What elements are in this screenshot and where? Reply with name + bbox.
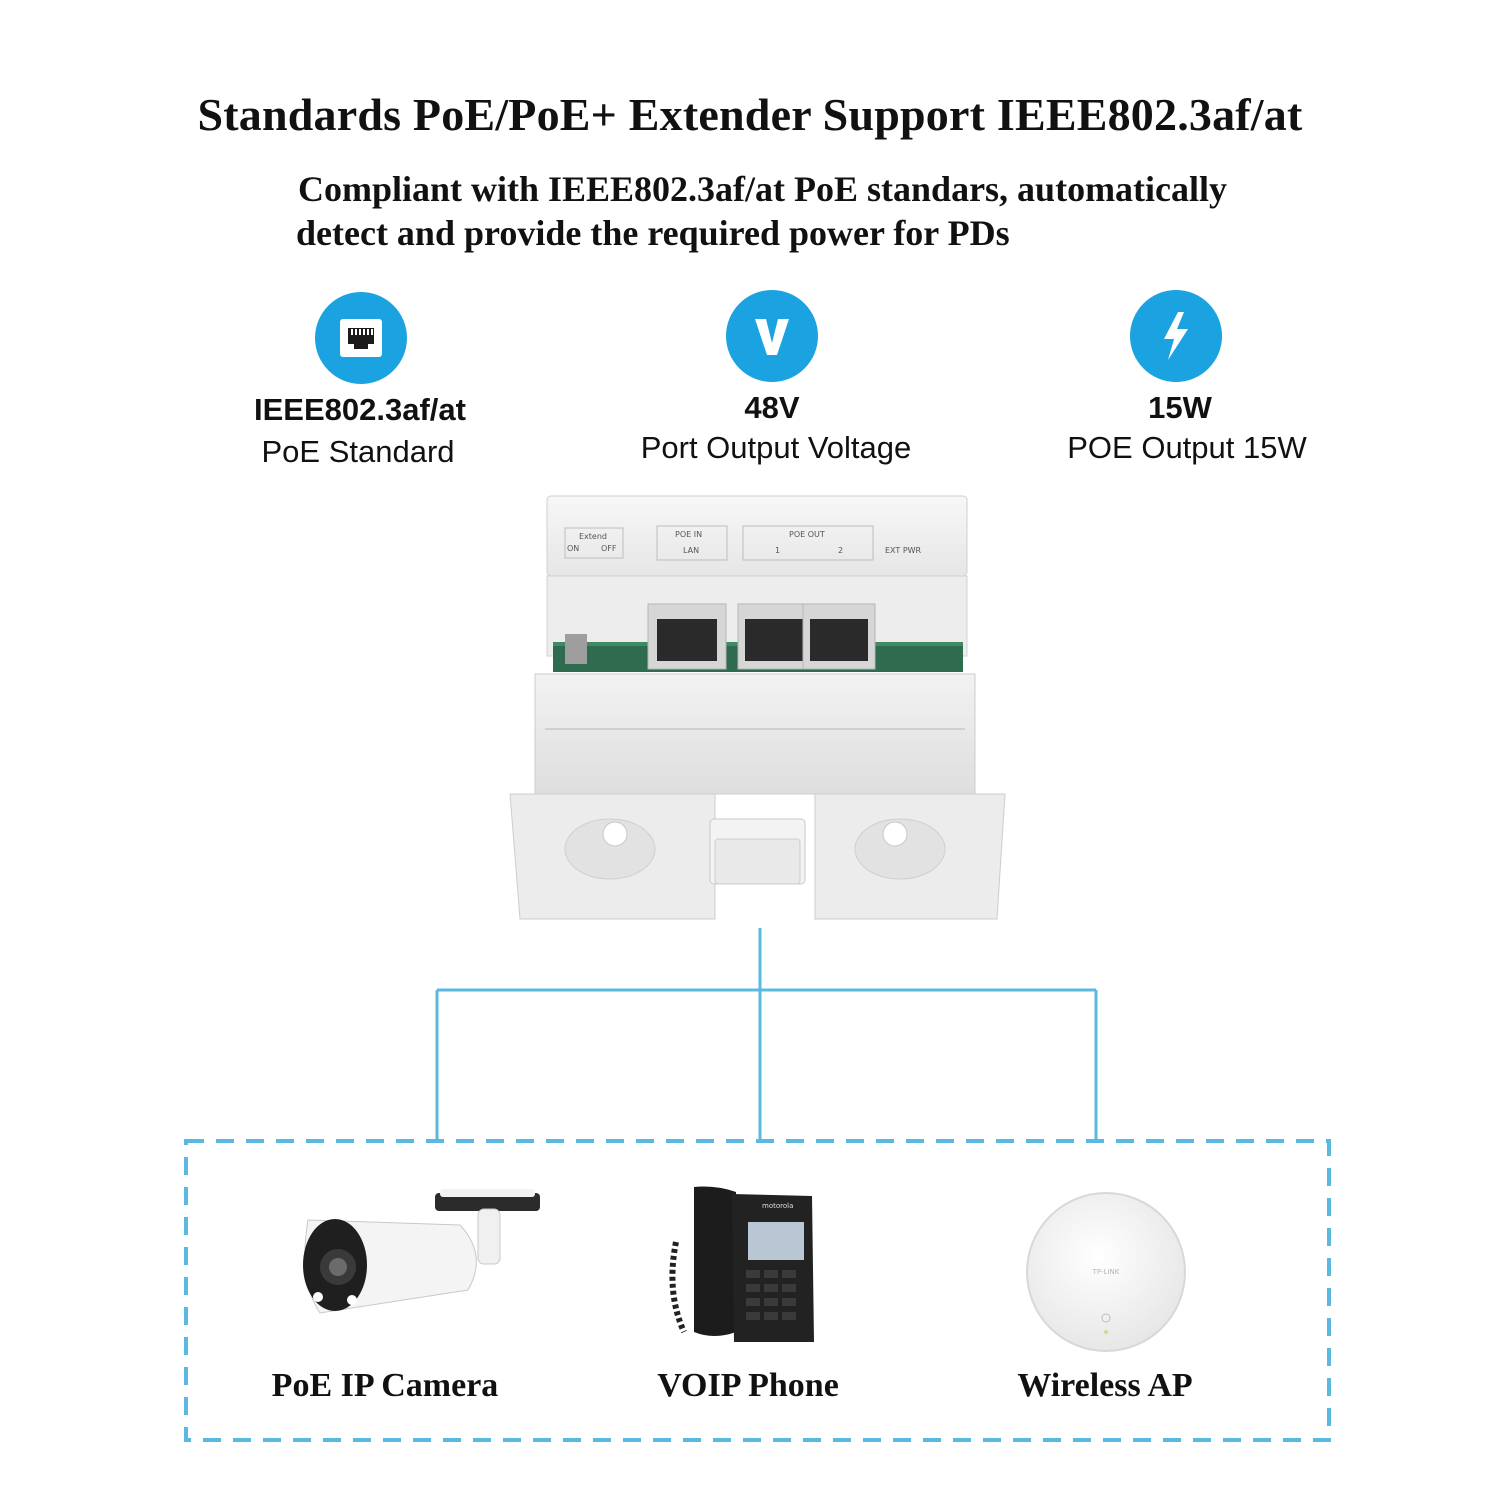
poe-out-label: POE OUT xyxy=(789,530,825,539)
devices-dashed-box xyxy=(184,1139,1331,1442)
extend-label: Extend xyxy=(579,532,607,541)
rj45-port-out-1 xyxy=(737,603,811,670)
port-2-label: 2 xyxy=(838,546,844,555)
feature-voltage xyxy=(726,290,818,382)
phone-label: VOIP Phone xyxy=(657,1367,839,1404)
page-title: Standards PoE/PoE+ Extender Support IEEE… xyxy=(197,89,1303,140)
feature-power-heading: 15W xyxy=(1148,390,1212,425)
port-1-label: 1 xyxy=(775,546,781,555)
wireless-ap-image: TP-LINK xyxy=(1024,1190,1188,1354)
poe-extender-device: Extend ON OFF POE IN LAN POE OUT 1 2 EXT… xyxy=(505,494,1010,924)
ap-label: Wireless AP xyxy=(1017,1367,1193,1404)
feature-power xyxy=(1130,290,1222,382)
poe-in-label: POE IN xyxy=(675,530,703,539)
on-label: ON xyxy=(567,544,580,553)
phone-brand-text: motorola xyxy=(762,1202,794,1210)
page-subtitle-line2: detect and provide the required power fo… xyxy=(296,213,1010,253)
voip-phone-image: motorola xyxy=(664,1182,816,1362)
ip-camera-image xyxy=(290,1185,550,1340)
feature-voltage-desc: Port Output Voltage xyxy=(640,430,912,465)
feature-standard xyxy=(315,292,407,384)
rj45-port-lan xyxy=(647,603,727,670)
page-subtitle-line1: Compliant with IEEE802.3af/at PoE standa… xyxy=(297,169,1228,209)
lan-label: LAN xyxy=(683,546,700,555)
feature-voltage-heading: 48V xyxy=(744,390,800,425)
ap-brand-text: TP-LINK xyxy=(1092,1268,1120,1276)
feature-standard-desc: PoE Standard xyxy=(261,434,455,469)
ext-pwr-label: EXT PWR xyxy=(885,546,922,555)
lightning-bolt-icon xyxy=(1130,290,1222,382)
feature-power-desc: POE Output 15W xyxy=(1067,430,1307,465)
rj45-port-out-2 xyxy=(802,603,876,670)
feature-standard-heading: IEEE802.3af/at xyxy=(254,392,466,427)
off-label: OFF xyxy=(601,544,617,553)
voltage-v-icon xyxy=(726,290,818,382)
camera-label: PoE IP Camera xyxy=(271,1367,499,1404)
ethernet-port-icon xyxy=(315,292,407,384)
